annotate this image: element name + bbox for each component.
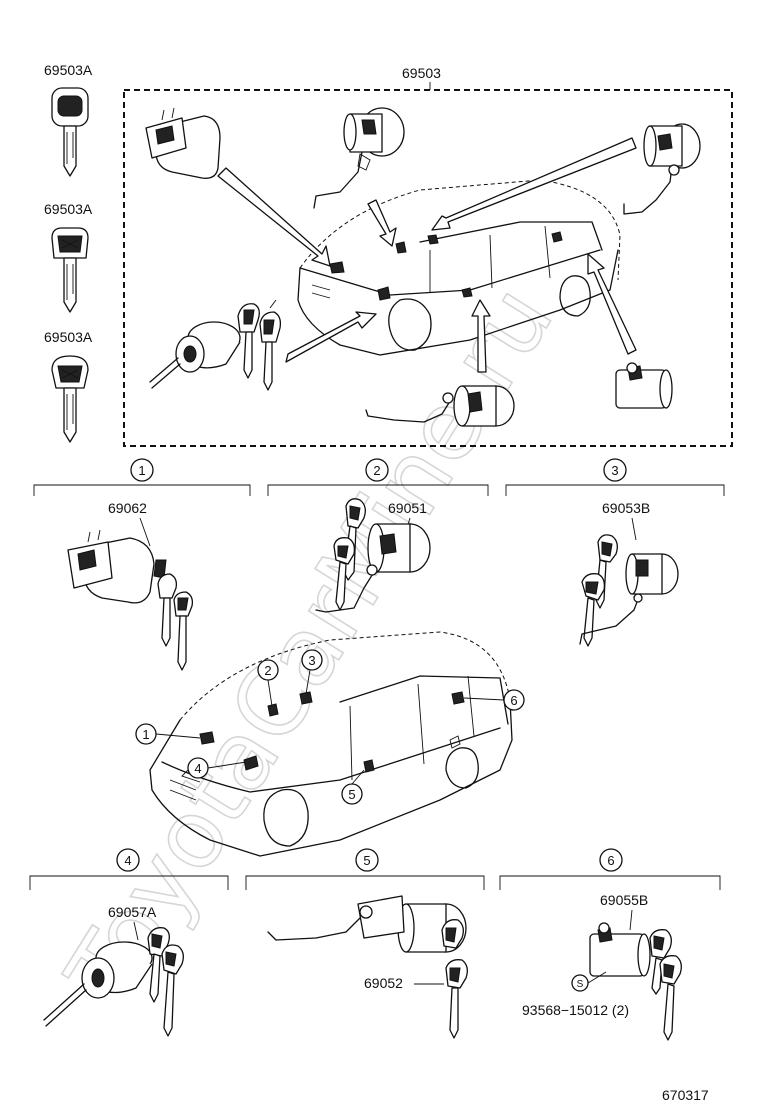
svg-text:6: 6 xyxy=(607,853,614,868)
part-number-93568-15012: 93568−15012 (2) xyxy=(522,1002,629,1018)
key-icon xyxy=(51,87,89,177)
section-headers: 1 2 3 4 5 6 xyxy=(29,458,725,890)
van-callouts: 1 2 3 4 5 6 xyxy=(135,649,525,805)
diagram-number: 670317 xyxy=(662,1087,709,1103)
slide-door-lock-illustration xyxy=(615,362,673,409)
key-icon xyxy=(51,227,89,313)
section-1-bracket xyxy=(33,484,251,496)
section-3-part: 69053B xyxy=(579,500,679,647)
lock-set-frame xyxy=(123,89,733,447)
ignition-lock-illustration xyxy=(149,299,282,391)
section-6-badge xyxy=(599,848,623,872)
rear-lock-illustration xyxy=(623,123,701,215)
part-number-69055b: 69055B xyxy=(600,892,648,908)
svg-text:5: 5 xyxy=(348,787,355,802)
svg-text:2: 2 xyxy=(264,663,271,678)
part-number-69053b: 69053B xyxy=(602,500,650,516)
section-6-bracket xyxy=(499,875,721,890)
part-number-69062: 69062 xyxy=(108,500,147,516)
lock-set-group: 69503 xyxy=(123,65,733,447)
section-1-part: 69062 xyxy=(67,500,194,671)
part-number-69052: 69052 xyxy=(364,975,403,991)
lock-set-part-number: 69503 xyxy=(402,65,441,81)
key-icon xyxy=(51,355,89,443)
svg-text:2: 2 xyxy=(373,463,380,478)
trunk-lock-illustration xyxy=(313,107,405,209)
section-1-badge xyxy=(130,458,154,482)
svg-text:6: 6 xyxy=(510,693,517,708)
section-5-part: 69052 xyxy=(267,895,468,1039)
section-5-badge xyxy=(355,848,379,872)
key-column: 69503A 69503A 69503A xyxy=(44,62,93,443)
svg-text:4: 4 xyxy=(124,853,131,868)
section-3-bracket xyxy=(505,484,725,496)
section-5-bracket xyxy=(245,875,485,890)
callout-3 xyxy=(301,649,323,671)
section-3-badge xyxy=(603,458,627,482)
pointer-arrows-top xyxy=(217,137,637,373)
section-2-part: 69051 xyxy=(315,498,431,613)
key-part-number-3: 69503A xyxy=(44,329,93,345)
svg-text:S: S xyxy=(577,979,584,990)
section-4-badge xyxy=(116,848,140,872)
svg-text:4: 4 xyxy=(194,761,201,776)
section-2-bracket xyxy=(267,484,489,496)
part-number-69051: 69051 xyxy=(388,500,427,516)
svg-text:3: 3 xyxy=(611,463,618,478)
svg-text:1: 1 xyxy=(138,463,145,478)
door-lock-illustration xyxy=(365,385,515,427)
svg-text:1: 1 xyxy=(142,727,149,742)
svg-text:3: 3 xyxy=(308,653,315,668)
part-number-69057a: 69057A xyxy=(108,904,157,920)
key-part-number-2: 69503A xyxy=(44,201,93,217)
section-4-part: 69057A xyxy=(43,904,184,1037)
section-6-part: 69055B S 93568−15012 (2) xyxy=(522,892,682,1041)
section-4-bracket xyxy=(29,875,229,890)
key-part-number-1: 69503A xyxy=(44,62,93,78)
section-2-badge xyxy=(365,458,389,482)
hood-lock-illustration xyxy=(145,107,221,179)
svg-text:5: 5 xyxy=(363,853,370,868)
